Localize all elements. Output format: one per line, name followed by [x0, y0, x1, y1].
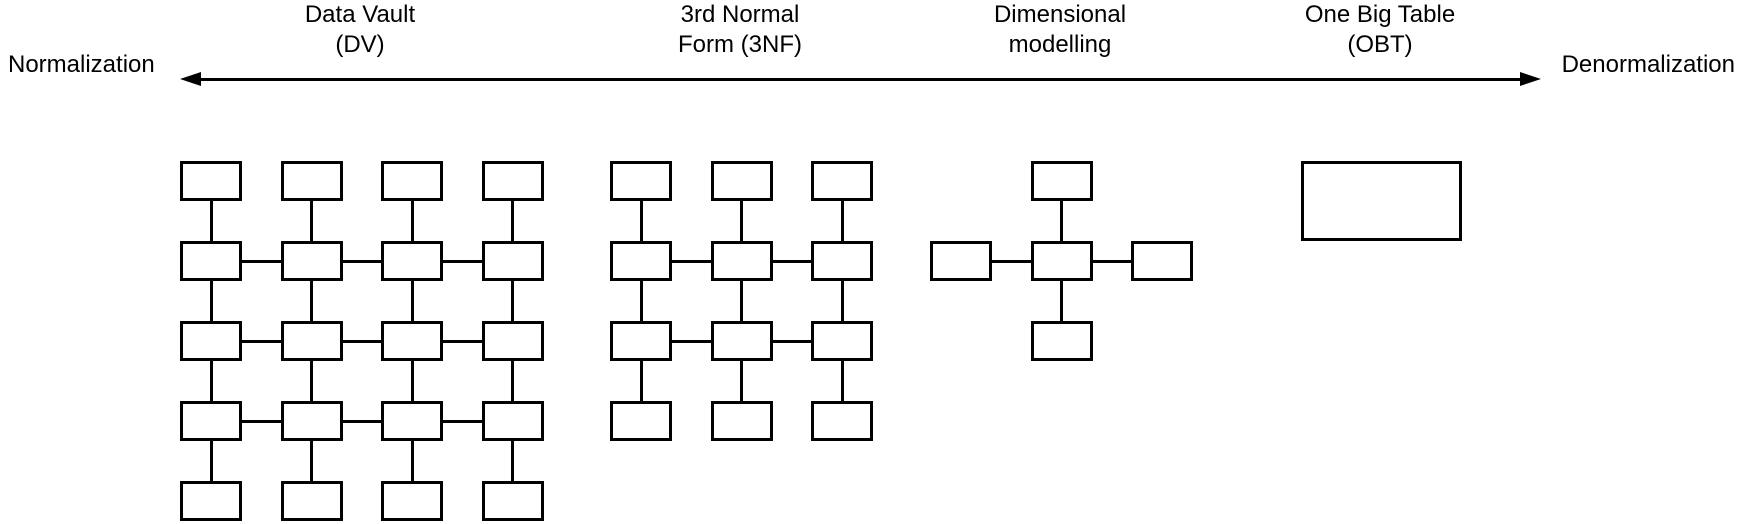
- table-box-data-vault: [381, 321, 443, 361]
- connector-horizontal-dimensional: [1092, 259, 1131, 263]
- table-box-data-vault: [481, 481, 544, 521]
- connector-vertical-3nf: [840, 201, 844, 241]
- connector-vertical-data-vault: [209, 441, 213, 481]
- table-box-obt: [1301, 161, 1462, 241]
- table-box-dimensional: [1030, 241, 1093, 281]
- table-box-data-vault: [481, 401, 544, 441]
- arrow-line: [198, 77, 1523, 81]
- table-box-data-vault: [280, 241, 343, 281]
- connector-vertical-data-vault: [310, 281, 313, 321]
- connector-vertical-data-vault: [410, 201, 414, 241]
- table-box-3nf: [610, 161, 672, 201]
- table-box-data-vault: [481, 161, 544, 201]
- group-label-data-vault-line-1: Data Vault: [304, 1, 416, 28]
- table-box-3nf: [811, 241, 873, 281]
- table-box-data-vault: [280, 401, 343, 441]
- connector-vertical-dimensional: [1060, 201, 1063, 241]
- table-box-3nf: [710, 241, 773, 281]
- group-label-3nf-line-2: Form (3NF): [678, 31, 802, 58]
- table-box-3nf: [610, 401, 672, 441]
- connector-horizontal-data-vault: [443, 419, 482, 423]
- connector-vertical-3nf: [740, 361, 743, 401]
- table-box-dimensional: [930, 241, 992, 281]
- connector-vertical-data-vault: [511, 201, 514, 241]
- table-box-data-vault: [381, 401, 443, 441]
- table-box-data-vault: [481, 241, 544, 281]
- connector-vertical-data-vault: [410, 441, 414, 481]
- table-box-3nf: [710, 401, 773, 441]
- connector-horizontal-data-vault: [342, 259, 381, 263]
- connector-horizontal-3nf: [672, 339, 711, 343]
- connector-horizontal-data-vault: [443, 259, 482, 263]
- connector-vertical-data-vault: [511, 281, 514, 321]
- connector-vertical-data-vault: [310, 441, 313, 481]
- connector-vertical-3nf: [840, 281, 844, 321]
- connector-vertical-dimensional: [1060, 281, 1063, 321]
- table-box-data-vault: [280, 481, 343, 521]
- arrowhead-right-icon: [1520, 72, 1541, 86]
- connector-vertical-data-vault: [209, 201, 213, 241]
- table-box-3nf: [811, 161, 873, 201]
- denormalization-label: Denormalization: [1561, 51, 1735, 78]
- table-box-data-vault: [481, 321, 544, 361]
- connector-vertical-data-vault: [511, 361, 514, 401]
- connector-vertical-data-vault: [209, 281, 213, 321]
- connector-vertical-3nf: [639, 281, 643, 321]
- group-label-dimensional-line-2: modelling: [1008, 31, 1112, 58]
- connector-horizontal-data-vault: [443, 339, 482, 343]
- connector-vertical-data-vault: [310, 201, 313, 241]
- connector-vertical-data-vault: [209, 361, 213, 401]
- connector-horizontal-data-vault: [342, 419, 381, 423]
- table-box-dimensional: [1030, 321, 1093, 361]
- table-box-3nf: [710, 161, 773, 201]
- table-box-3nf: [610, 321, 672, 361]
- connector-horizontal-dimensional: [992, 259, 1031, 263]
- group-label-data-vault: Data Vault (DV): [305, 0, 415, 60]
- connector-horizontal-3nf: [772, 339, 811, 343]
- table-box-3nf: [610, 241, 672, 281]
- table-box-data-vault: [180, 241, 242, 281]
- group-label-obt-line-1: One Big Table: [1304, 1, 1456, 28]
- normalization-label: Normalization: [8, 51, 155, 78]
- connector-horizontal-data-vault: [242, 339, 281, 343]
- connector-vertical-3nf: [840, 361, 844, 401]
- connector-vertical-data-vault: [310, 361, 313, 401]
- table-box-3nf: [811, 321, 873, 361]
- group-label-3nf-line-1: 3rd Normal: [680, 1, 800, 28]
- table-box-data-vault: [381, 241, 443, 281]
- connector-horizontal-data-vault: [242, 419, 281, 423]
- connector-vertical-data-vault: [410, 361, 414, 401]
- table-box-data-vault: [280, 321, 343, 361]
- table-box-data-vault: [180, 161, 242, 201]
- connector-vertical-3nf: [639, 361, 643, 401]
- table-box-data-vault: [180, 321, 242, 361]
- group-label-obt-line-2: (OBT): [1347, 31, 1413, 58]
- group-label-dimensional: Dimensional modelling: [994, 0, 1126, 60]
- group-label-data-vault-line-2: (DV): [335, 31, 385, 58]
- table-box-data-vault: [381, 481, 443, 521]
- connector-vertical-3nf: [740, 201, 743, 241]
- connector-horizontal-3nf: [772, 259, 811, 263]
- table-box-data-vault: [180, 481, 242, 521]
- group-label-dimensional-line-1: Dimensional: [993, 1, 1127, 28]
- table-box-data-vault: [180, 401, 242, 441]
- table-box-3nf: [811, 401, 873, 441]
- table-box-dimensional: [1030, 161, 1093, 201]
- table-box-data-vault: [280, 161, 343, 201]
- connector-horizontal-data-vault: [242, 259, 281, 263]
- connector-horizontal-data-vault: [342, 339, 381, 343]
- connector-vertical-3nf: [639, 201, 643, 241]
- table-box-data-vault: [381, 161, 443, 201]
- connector-horizontal-3nf: [672, 259, 711, 263]
- group-label-obt: One Big Table (OBT): [1305, 0, 1455, 60]
- arrowhead-left-icon: [180, 72, 201, 86]
- connector-vertical-data-vault: [511, 441, 514, 481]
- connector-vertical-3nf: [740, 281, 743, 321]
- table-box-dimensional: [1131, 241, 1193, 281]
- table-box-3nf: [710, 321, 773, 361]
- connector-vertical-data-vault: [410, 281, 414, 321]
